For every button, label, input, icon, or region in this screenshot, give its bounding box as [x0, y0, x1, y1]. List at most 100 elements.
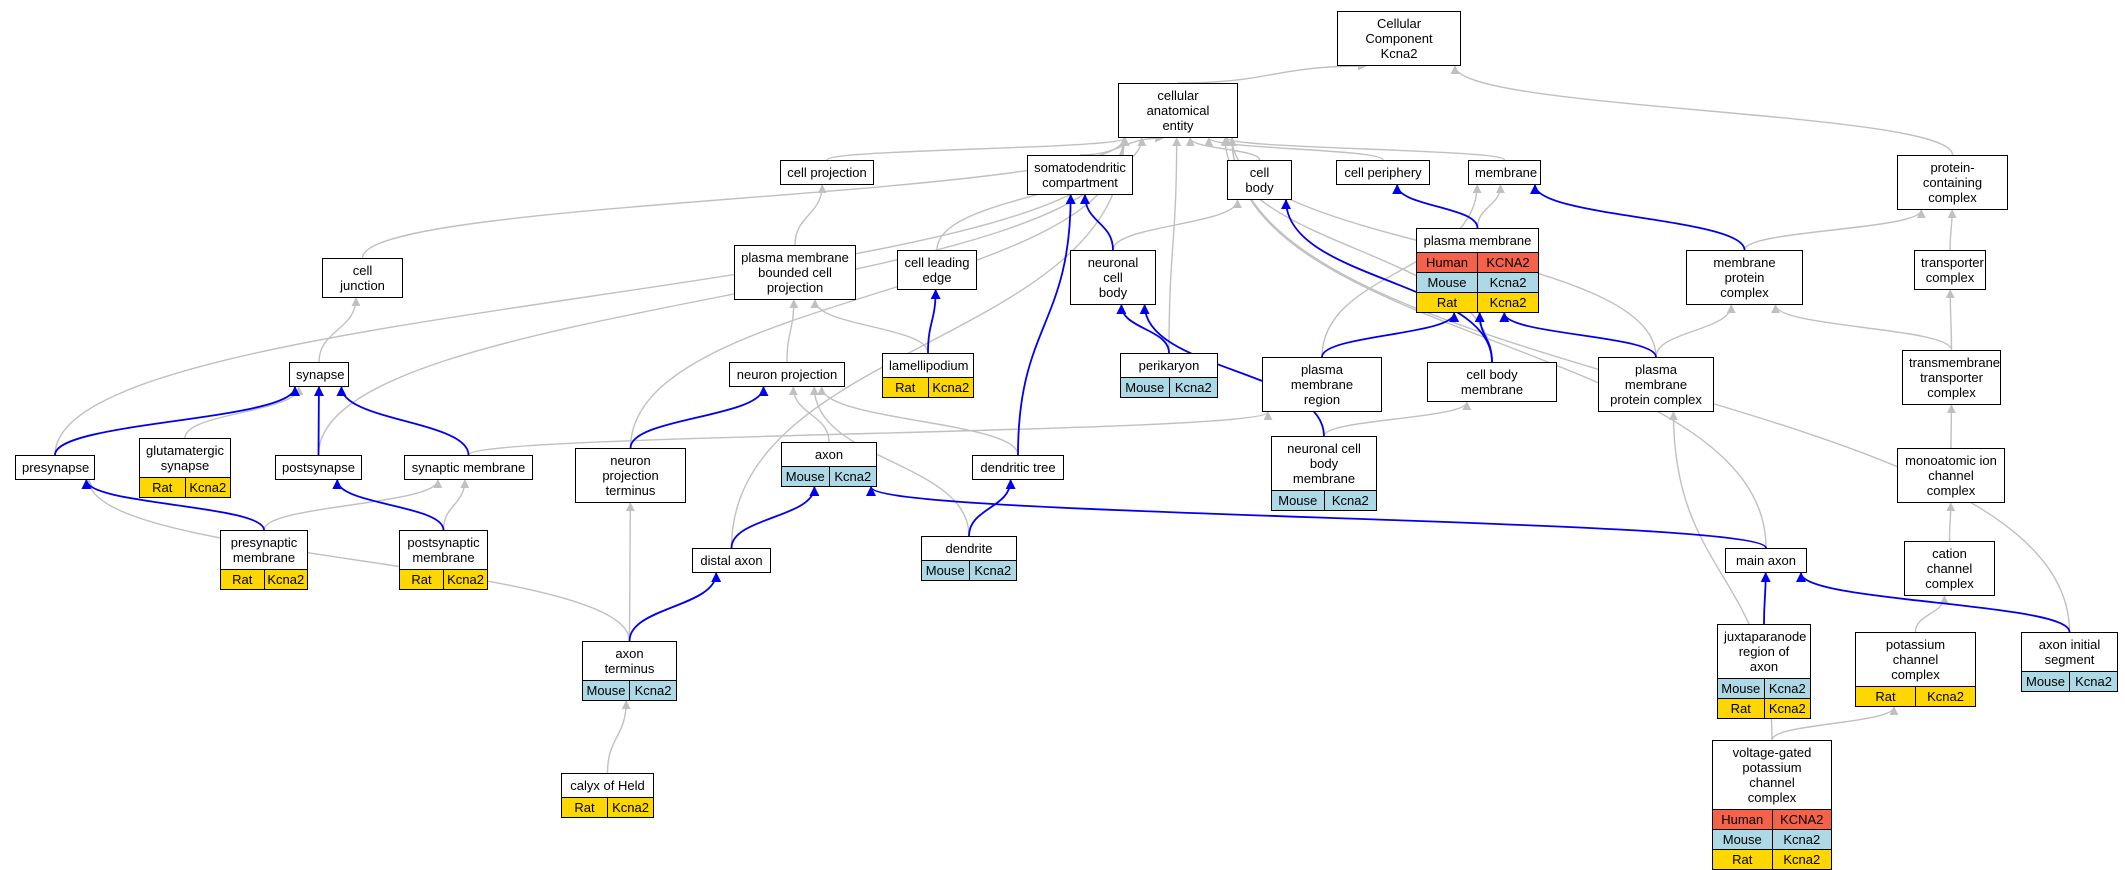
gene-cell: Kcna2	[1477, 293, 1538, 312]
node-label: cell junction	[323, 259, 402, 297]
node-label: membrane protein complex	[1687, 251, 1802, 304]
gene-cell: KCNA2	[1772, 810, 1832, 829]
species-cell: Mouse	[2022, 672, 2069, 691]
go-term-node-monoatomic[interactable]: monoatomic ion channel complex	[1897, 448, 2005, 503]
go-term-node-transporter-complex[interactable]: transporter complex	[1914, 250, 1986, 290]
go-term-node-synapse[interactable]: synapse	[289, 362, 349, 387]
go-term-node-distal-axon[interactable]: distal axon	[692, 548, 771, 573]
species-cell: Human	[1713, 810, 1772, 829]
go-term-node-cell-periphery[interactable]: cell periphery	[1336, 160, 1430, 185]
go-term-node-cell-leading-edge[interactable]: cell leading edge	[897, 250, 977, 290]
gene-cell: Kcna2	[185, 478, 231, 497]
species-cell: Human	[1417, 253, 1477, 272]
node-label: plasma membrane bounded cell projection	[735, 246, 855, 299]
node-label: juxtaparanode region of axon	[1718, 625, 1810, 678]
go-term-node-membrane-protein-complex[interactable]: membrane protein complex	[1686, 250, 1803, 305]
go-term-node-cell-junction[interactable]: cell junction	[322, 258, 403, 298]
go-term-node-main-axon[interactable]: main axon	[1725, 548, 1807, 573]
node-label: main axon	[1726, 549, 1806, 572]
go-term-node-np-terminus[interactable]: neuron projection terminus	[575, 448, 686, 503]
go-term-node-neuron-projection[interactable]: neuron projection	[729, 362, 845, 387]
species-cell: Mouse	[922, 561, 969, 580]
go-term-node-cc-kcna2[interactable]: Cellular Component Kcna2	[1337, 11, 1461, 66]
gene-cell: Kcna2	[607, 798, 653, 817]
node-label: neuron projection	[730, 363, 844, 386]
gene-cell: Kcna2	[1764, 679, 1811, 698]
go-term-node-synaptic-membrane[interactable]: synaptic membrane	[404, 455, 533, 480]
node-label: Cellular Component Kcna2	[1338, 12, 1460, 65]
go-term-node-membrane[interactable]: membrane	[1468, 160, 1541, 185]
go-term-node-dendritic-tree[interactable]: dendritic tree	[972, 455, 1064, 480]
go-term-node-pm-protein-complex[interactable]: plasma membrane protein complex	[1598, 357, 1714, 412]
go-term-node-tm-transporter[interactable]: transmembrane transporter complex	[1902, 350, 2001, 405]
node-label: monoatomic ion channel complex	[1898, 449, 2004, 502]
gene-cell: Kcna2	[1772, 830, 1832, 849]
gene-cell: Kcna2	[443, 570, 487, 589]
node-label: protein-containing complex	[1898, 156, 2007, 209]
go-term-node-presynapse[interactable]: presynapse	[15, 455, 95, 480]
node-label: axon	[782, 443, 876, 466]
gene-cell: Kcna2	[1477, 273, 1538, 292]
go-term-node-neuronal-cell-body[interactable]: neuronal cell body	[1070, 250, 1156, 305]
go-term-node-postsynapse[interactable]: postsynapse	[275, 455, 362, 480]
node-label: plasma membrane	[1417, 229, 1538, 252]
go-term-node-cell-body[interactable]: cell body	[1227, 160, 1292, 200]
species-cell: Rat	[1718, 699, 1764, 718]
gene-cell: Kcna2	[1772, 850, 1832, 869]
gene-cell: Kcna2	[1324, 491, 1377, 510]
node-label: lamellipodium	[883, 354, 973, 377]
go-term-node-somatodendritic[interactable]: somatodendritic compartment	[1027, 155, 1133, 195]
node-label: synaptic membrane	[405, 456, 532, 479]
go-term-node-pm-bounded[interactable]: plasma membrane bounded cell projection	[734, 245, 856, 300]
go-term-node-cell-projection[interactable]: cell projection	[780, 160, 874, 185]
node-label: cell leading edge	[898, 251, 976, 289]
node-label: dendrite	[922, 537, 1016, 560]
species-cell: Rat	[1856, 687, 1915, 706]
go-term-node-pm-region[interactable]: plasma membrane region	[1262, 357, 1382, 412]
node-label: cell body membrane	[1428, 363, 1556, 401]
node-label: cell body	[1228, 161, 1291, 199]
node-label: membrane	[1469, 161, 1540, 184]
go-term-node-protein-complex[interactable]: protein-containing complex	[1897, 155, 2008, 210]
go-term-node-cation-channel[interactable]: cation channel complex	[1904, 541, 1995, 596]
node-label: postsynapse	[276, 456, 361, 479]
go-term-node-cell-body-membrane[interactable]: cell body membrane	[1427, 362, 1557, 402]
species-cell: Rat	[140, 478, 185, 497]
node-label: potassium channel complex	[1856, 633, 1975, 686]
gene-cell: KCNA2	[1477, 253, 1538, 272]
node-label: cation channel complex	[1905, 542, 1994, 595]
gene-cell: Kcna2	[1764, 699, 1811, 718]
species-cell: Rat	[562, 798, 607, 817]
gene-cell: Kcna2	[829, 467, 877, 486]
go-term-node-cae[interactable]: cellular anatomical entity	[1118, 83, 1238, 138]
species-cell: Rat	[1713, 850, 1772, 869]
species-cell: Rat	[400, 570, 443, 589]
node-label: cellular anatomical entity	[1119, 84, 1237, 137]
